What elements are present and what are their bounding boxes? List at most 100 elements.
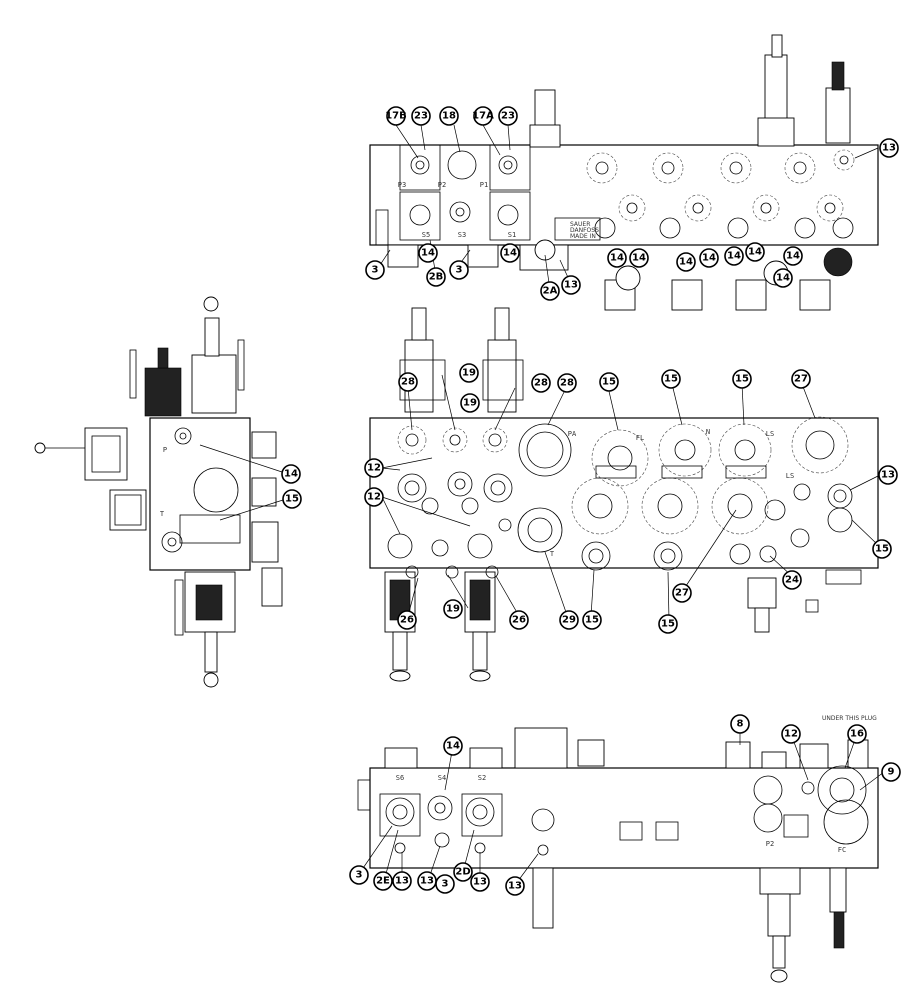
callout-17b: 17B: [385, 106, 407, 126]
callout-26-b: 26: [509, 610, 529, 630]
callout-8: 8: [730, 714, 750, 734]
svg-text:14: 14: [679, 257, 693, 268]
mid-port-label-n: N: [706, 428, 710, 436]
bottom-view: S6 S4 S2 P2 FC UNDER THIS PLUG: [357, 715, 879, 983]
middle-leaders: [381, 374, 879, 621]
callout-14-top-1: 14: [418, 243, 438, 263]
mid-port-label-pa: PA: [568, 430, 577, 438]
svg-text:17B: 17B: [385, 111, 407, 122]
relief-valve-hex: [757, 117, 795, 147]
relief-valve-stem: [771, 34, 783, 58]
svg-text:2D: 2D: [455, 867, 470, 878]
relief-valve-body: [764, 54, 788, 126]
callout-28-c: 28: [557, 373, 577, 393]
svg-text:15: 15: [602, 377, 616, 388]
svg-text:14: 14: [610, 253, 624, 264]
svg-text:15: 15: [661, 619, 675, 630]
callout-28-a: 28: [398, 372, 418, 392]
svg-text:27: 27: [794, 374, 808, 385]
svg-text:23: 23: [414, 111, 428, 122]
bottom-port-label-s4: S4: [438, 774, 446, 782]
svg-text:13: 13: [473, 877, 487, 888]
callout-14-side: 14: [281, 464, 301, 484]
callout-3-bottom-b: 3: [435, 874, 455, 894]
port-label-s3: S3: [458, 231, 466, 239]
callout-3-bottom-a: 3: [349, 865, 369, 885]
svg-text:3: 3: [372, 265, 379, 276]
svg-text:9: 9: [888, 767, 895, 778]
top-view: SAUER DANFOSS MADE IN P3 P2 P1 S5 S3 S1: [369, 34, 879, 311]
svg-text:2E: 2E: [376, 876, 390, 887]
top-fitting-hex: [529, 124, 561, 148]
callout-2d: 2D: [453, 862, 473, 882]
callout-29: 29: [559, 610, 579, 630]
callout-13-b3: 13: [470, 872, 490, 892]
nameplate-line-3: MADE IN: [570, 233, 596, 240]
port-label-p3: P3: [398, 181, 406, 189]
svg-text:14: 14: [284, 469, 298, 480]
callout-12-bottom: 12: [781, 724, 801, 744]
svg-text:13: 13: [881, 470, 895, 481]
callout-18: 18: [439, 106, 459, 126]
callout-13-top-mid: 13: [561, 275, 581, 295]
svg-text:26: 26: [400, 615, 414, 626]
side-view: P T: [34, 296, 284, 688]
callout-12-a: 12: [364, 458, 384, 478]
callout-15-side: 15: [282, 489, 302, 509]
callout-15-mid-right: 15: [872, 539, 892, 559]
svg-text:14: 14: [702, 253, 716, 264]
svg-text:13: 13: [420, 876, 434, 887]
callout-13-b2: 13: [417, 871, 437, 891]
mid-port-label-t: T: [550, 550, 555, 558]
callout-26-a: 26: [397, 610, 417, 630]
callout-14-top-3: 14: [607, 248, 627, 268]
top-fitting-tube: [534, 89, 556, 129]
callout-15-m4: 15: [582, 610, 602, 630]
bottom-valve-body: [369, 767, 879, 869]
nameplate: [554, 217, 601, 241]
svg-text:3: 3: [456, 265, 463, 276]
svg-text:15: 15: [735, 374, 749, 385]
callout-19-b: 19: [460, 393, 480, 413]
svg-text:13: 13: [395, 876, 409, 887]
svg-text:12: 12: [367, 463, 381, 474]
svg-text:14: 14: [421, 248, 435, 259]
mid-port-label-ls: LS: [766, 430, 774, 438]
side-port-label-p: P: [163, 446, 167, 454]
callout-24: 24: [782, 570, 802, 590]
svg-text:29: 29: [562, 615, 576, 626]
svg-text:15: 15: [285, 494, 299, 505]
callout-3-top-a: 3: [365, 260, 385, 280]
callout-13-b1: 13: [392, 871, 412, 891]
side-top-solenoid: [191, 354, 237, 414]
svg-text:3: 3: [356, 870, 363, 881]
callout-13-top-right: 13: [879, 138, 899, 158]
side-top-coil: [144, 367, 182, 417]
nameplate-line-1: SAUER: [570, 221, 590, 228]
callout-16: 16: [847, 724, 867, 744]
callout-15-m1: 15: [599, 372, 619, 392]
svg-text:14: 14: [503, 248, 517, 259]
top-valve-body: [369, 144, 879, 246]
svg-text:14: 14: [632, 253, 646, 264]
svg-text:26: 26: [512, 615, 526, 626]
callout-23b: 23: [498, 106, 518, 126]
bottom-note-under-this-plug: UNDER THIS PLUG: [822, 715, 877, 722]
callout-28-b: 28: [531, 373, 551, 393]
svg-text:23: 23: [501, 111, 515, 122]
svg-text:14: 14: [727, 251, 741, 262]
callout-19-a: 19: [459, 363, 479, 383]
svg-text:14: 14: [786, 251, 800, 262]
side-port-label-t: T: [160, 510, 165, 518]
svg-text:28: 28: [534, 378, 548, 389]
callout-13-b4: 13: [505, 876, 525, 896]
svg-text:2A: 2A: [543, 286, 558, 297]
svg-text:14: 14: [776, 273, 790, 284]
svg-text:17A: 17A: [472, 111, 494, 122]
callout-3-top-b: 3: [449, 260, 469, 280]
svg-text:15: 15: [875, 544, 889, 555]
svg-text:27: 27: [675, 588, 689, 599]
bottom-port-label-p2: P2: [766, 840, 774, 848]
callout-14-top-5: 14: [676, 252, 696, 272]
bottom-fitting-tube: [532, 867, 554, 929]
